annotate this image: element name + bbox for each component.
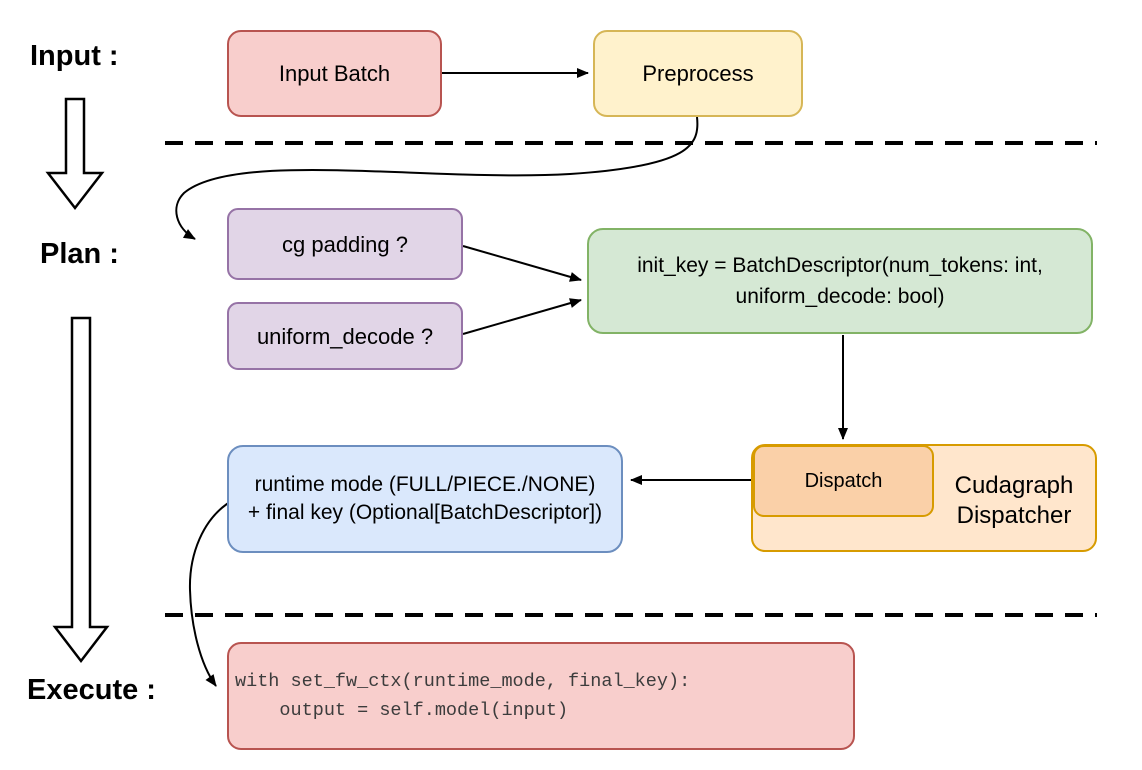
section-label-input: Input :: [30, 40, 119, 72]
node-cudagraph-dispatcher-line1: Cudagraph: [954, 472, 1074, 499]
node-runtime-mode: runtime mode (FULL/PIECE./NONE) + final …: [227, 445, 623, 553]
node-execute-code: with set_fw_ctx(runtime_mode, final_key)…: [227, 642, 855, 750]
node-cudagraph-dispatcher-line2: Dispatcher: [956, 502, 1072, 529]
node-runtime-mode-line2: + final key (Optional[BatchDescriptor]): [247, 501, 603, 524]
node-dispatch: Dispatch: [753, 445, 934, 517]
node-cg-padding-label: cg padding ?: [282, 231, 408, 257]
node-dispatch-label: Dispatch: [804, 469, 883, 492]
hollow-arrow-input-to-plan-icon: [45, 97, 105, 211]
arrow-uniformdecode-to-initkey: [462, 298, 582, 335]
node-init-key-line2: uniform_decode: bool): [735, 285, 945, 308]
section-label-execute: Execute :: [27, 674, 156, 706]
node-input-batch: Input Batch: [227, 30, 442, 117]
node-execute-code-line1: with set_fw_ctx(runtime_mode, final_key)…: [235, 671, 691, 692]
node-execute-code-line2: output = self.model(input): [235, 700, 569, 721]
hollow-arrow-plan-to-execute-icon: [52, 316, 110, 664]
node-cg-padding: cg padding ?: [227, 208, 463, 280]
node-uniform-decode-label: uniform_decode ?: [256, 323, 434, 349]
node-uniform-decode: uniform_decode ?: [227, 302, 463, 370]
arrow-cgpadding-to-initkey: [462, 245, 582, 282]
node-cudagraph-dispatcher-label: Cudagraph Dispatcher: [934, 471, 1094, 531]
node-preprocess: Preprocess: [593, 30, 803, 117]
node-init-key-line1: init_key = BatchDescriptor(num_tokens: i…: [637, 254, 1043, 277]
node-runtime-mode-line1: runtime mode (FULL/PIECE./NONE): [254, 473, 596, 496]
node-input-batch-label: Input Batch: [278, 61, 391, 86]
arrow-preprocess-to-cgpadding: [175, 116, 699, 240]
node-init-key: init_key = BatchDescriptor(num_tokens: i…: [587, 228, 1093, 334]
arrow-runtimemode-to-executecode: [188, 499, 234, 687]
section-label-plan: Plan :: [40, 238, 119, 270]
node-preprocess-label: Preprocess: [642, 61, 754, 86]
